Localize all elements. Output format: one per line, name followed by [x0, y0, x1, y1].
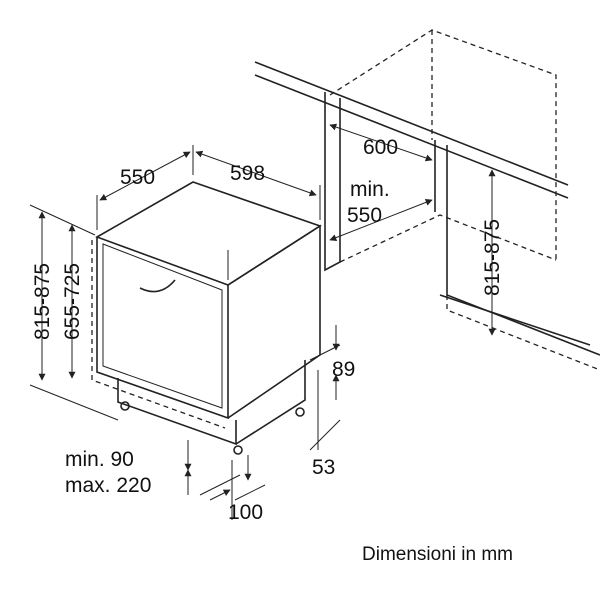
- dimension-lines: [29, 123, 496, 520]
- foot-min-label: min. 90: [65, 448, 134, 471]
- plinth-53-label: 53: [312, 456, 335, 479]
- niche-width-label: 600: [363, 136, 398, 159]
- niche-depth-value-label: 550: [347, 204, 382, 227]
- kitchen-niche: [254, 29, 600, 371]
- foot-100-label: 100: [228, 501, 263, 524]
- total-height-label: 815-875: [31, 263, 54, 340]
- body-height-label: 655-725: [61, 263, 84, 340]
- niche-depth-min-label: min.: [350, 178, 390, 201]
- plinth-89-label: 89: [332, 358, 355, 381]
- width-label: 598: [230, 162, 265, 185]
- niche-height-label: 815-875: [481, 219, 504, 296]
- units-caption: Dimensioni in mm: [362, 544, 513, 565]
- depth-label: 550: [120, 166, 155, 189]
- dishwasher-body: [91, 181, 322, 455]
- foot-max-label: max. 220: [65, 474, 151, 497]
